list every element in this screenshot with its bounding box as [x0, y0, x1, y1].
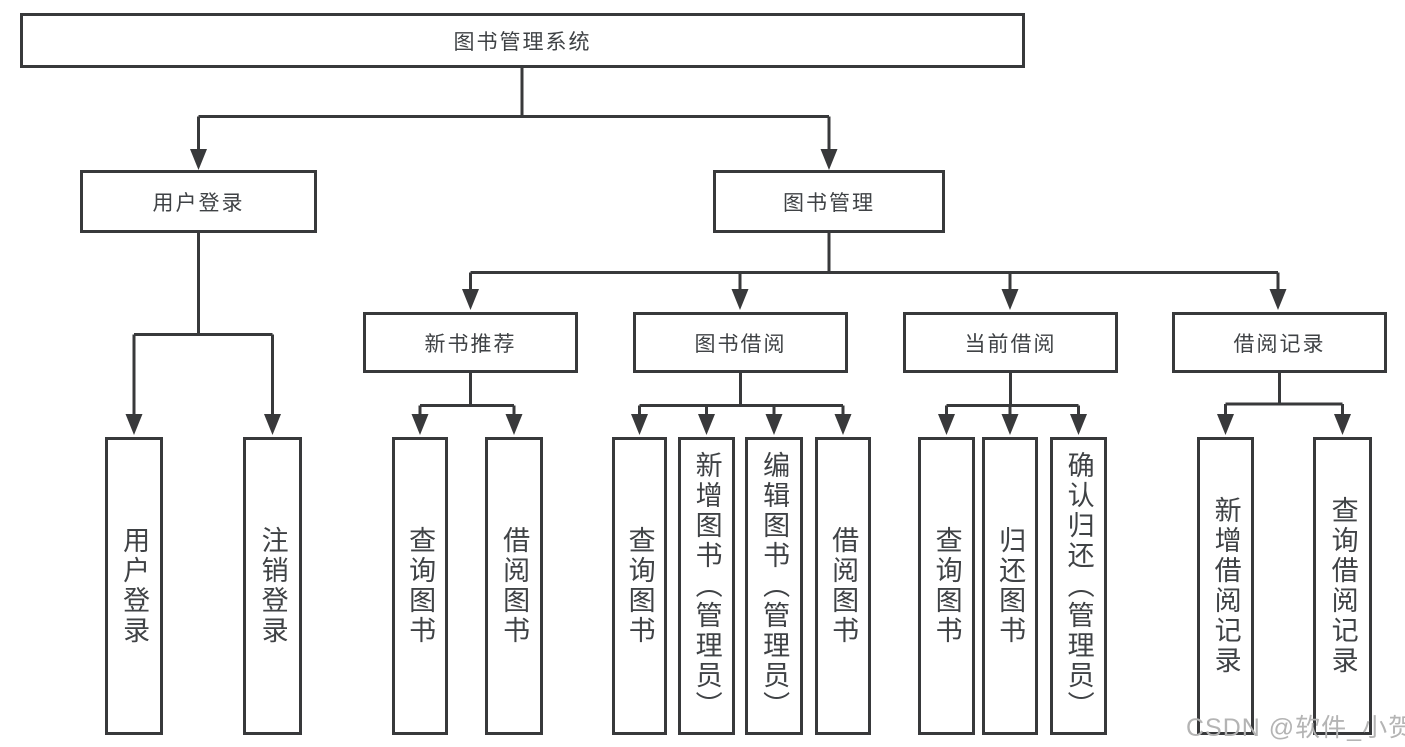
node-label: 图书管理系统	[453, 30, 592, 54]
node-label: 查询图书	[931, 526, 962, 646]
node-label: 查询图书	[624, 526, 655, 646]
leaf-user-login: 用户登录	[105, 437, 163, 735]
node-label: 用户登录	[152, 191, 245, 215]
node-label: 借阅图书	[499, 526, 530, 646]
node-label: 新增借阅记录	[1210, 496, 1241, 676]
node-label: 注销登录	[257, 526, 288, 646]
node-user-login: 用户登录	[80, 170, 317, 233]
node-label: 借阅记录	[1233, 332, 1326, 356]
leaf-logout: 注销登录	[243, 437, 302, 735]
node-library-management-system: 图书管理系统	[20, 13, 1025, 68]
arrowhead-icons	[125, 149, 1351, 435]
leaf-borrow-books-recommend: 借阅图书	[485, 437, 543, 735]
leaf-query-borrow-record: 查询借阅记录	[1313, 437, 1372, 735]
node-label: 查询借阅记录	[1327, 496, 1358, 676]
node-label: 归还图书	[995, 526, 1026, 646]
leaf-add-books-admin: 新增图书（管理员）	[678, 437, 735, 735]
node-borrowing-records: 借阅记录	[1172, 312, 1387, 373]
leaf-query-books-borrowing: 查询图书	[612, 437, 667, 735]
node-label: 借阅图书	[828, 526, 859, 646]
node-label: 编辑图书（管理员）	[759, 451, 790, 721]
connector-segments	[132, 68, 1344, 416]
node-current-borrowing: 当前借阅	[903, 312, 1118, 373]
node-label: 当前借阅	[964, 332, 1057, 356]
leaf-confirm-return-admin: 确认归还（管理员）	[1050, 437, 1107, 735]
leaf-edit-books-admin: 编辑图书（管理员）	[745, 437, 803, 735]
node-book-management: 图书管理	[713, 170, 945, 233]
csdn-watermark: CSDN @软件_小贺同学	[1186, 714, 1405, 742]
leaf-return-books: 归还图书	[982, 437, 1038, 735]
node-label: 图书借阅	[694, 332, 787, 356]
leaf-query-books-recommend: 查询图书	[392, 437, 448, 735]
leaf-query-books-current: 查询图书	[918, 437, 975, 735]
node-label: 确认归还（管理员）	[1063, 451, 1094, 721]
node-label: 图书管理	[783, 191, 875, 215]
node-label: 用户登录	[119, 526, 150, 646]
node-label: 新增图书（管理员）	[691, 451, 722, 721]
node-label: 查询图书	[405, 526, 436, 646]
leaf-borrow-books: 借阅图书	[815, 437, 871, 735]
node-new-book-recommend: 新书推荐	[363, 312, 578, 373]
leaf-add-borrow-record: 新增借阅记录	[1197, 437, 1254, 735]
node-label: 新书推荐	[424, 332, 517, 356]
node-book-borrowing: 图书借阅	[633, 312, 848, 373]
